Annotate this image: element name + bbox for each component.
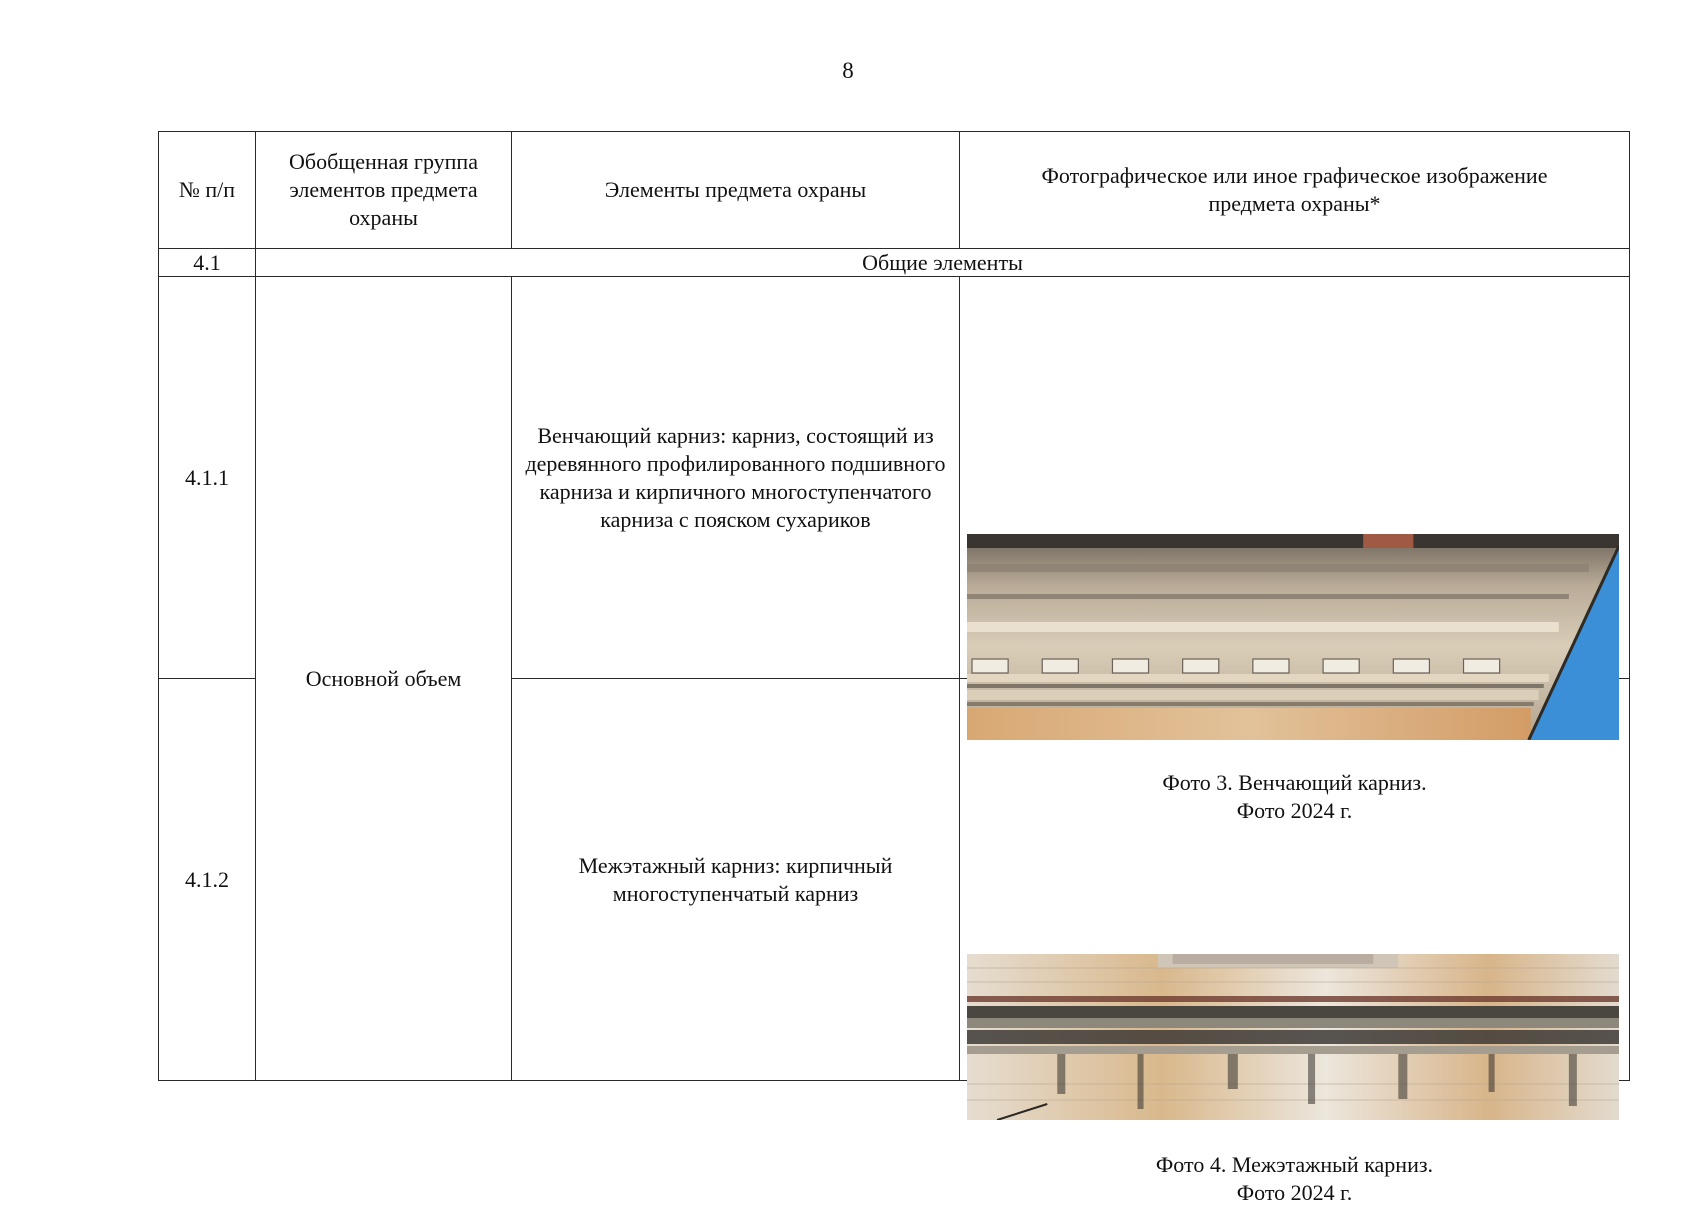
crowning-cornice-image bbox=[967, 533, 1619, 740]
photo-caption-line2: Фото 2024 г. bbox=[1236, 797, 1353, 823]
table-header-row: № п/п Обобщенная группа элементов предме… bbox=[158, 131, 1630, 249]
photo-crowning-cornice bbox=[967, 533, 1619, 740]
row-photo-cell: Фото 4. Межэтажный карниз. Фото 2024 г. bbox=[959, 678, 1630, 1205]
header-image: Фотографическое или иное графическое изо… bbox=[959, 131, 1630, 249]
photo-caption-line1: Фото 3. Венчающий карниз. bbox=[1162, 769, 1427, 795]
page-number: 8 bbox=[842, 58, 854, 83]
group-cell: Основной объем bbox=[255, 276, 512, 1081]
photo-caption-line1: Фото 4. Межэтажный карниз. bbox=[1155, 1151, 1434, 1177]
interfloor-cornice-image bbox=[967, 953, 1619, 1120]
row-elements: Венчающий карниз: карниз, состоящий из д… bbox=[511, 276, 960, 679]
section-row: 4.1 Общие элементы bbox=[158, 248, 1630, 277]
header-elements: Элементы предмета охраны bbox=[511, 131, 960, 249]
header-num: № п/п bbox=[158, 131, 256, 249]
photo-interfloor-cornice bbox=[967, 953, 1619, 1120]
row-num: 4.1.1 bbox=[158, 276, 256, 679]
section-num: 4.1 bbox=[158, 248, 256, 277]
protection-table: № п/п Обобщенная группа элементов предме… bbox=[158, 131, 1630, 1205]
table-row: 4.1.1 Основной объем Венчающий карниз: к… bbox=[158, 276, 1630, 1081]
photo-caption-line2: Фото 2024 г. bbox=[1236, 1179, 1353, 1205]
section-title: Общие элементы bbox=[255, 248, 1630, 277]
row-photo-cell: Фото 3. Венчающий карниз. Фото 2024 г. bbox=[959, 276, 1630, 823]
row-elements: Межэтажный карниз: кирпичный многоступен… bbox=[511, 678, 960, 1081]
header-group: Обобщенная группа элементов предмета охр… bbox=[255, 131, 512, 249]
table-row: 4.1.2 Межэтажный карниз: кирпичный много… bbox=[158, 678, 1630, 1205]
row-num: 4.1.2 bbox=[158, 678, 256, 1081]
